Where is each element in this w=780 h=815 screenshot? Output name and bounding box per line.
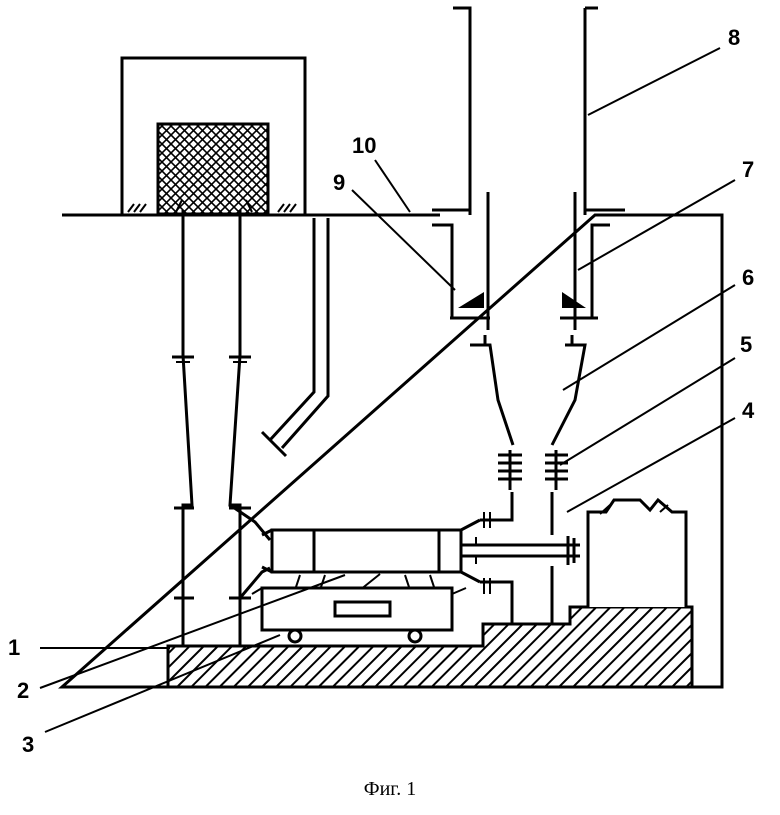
bellows [498, 450, 568, 490]
seal-flanges [432, 192, 610, 330]
label-6: 6 [742, 265, 754, 290]
drive-motor [588, 500, 686, 607]
label-4: 4 [742, 398, 755, 423]
target-cylinder [262, 520, 480, 590]
drive-shaft [461, 492, 580, 624]
inlet-pipe [262, 218, 328, 456]
source-block [158, 124, 268, 214]
carriage [252, 588, 466, 642]
label-1: 1 [8, 635, 20, 660]
figure-caption: Фиг. 1 [364, 778, 416, 800]
label-3: 3 [22, 732, 34, 757]
label-2: 2 [17, 678, 29, 703]
label-7: 7 [742, 157, 754, 182]
source-housing [122, 58, 305, 215]
label-8: 8 [728, 25, 740, 50]
funnel-nozzle [470, 335, 585, 445]
label-10: 10 [352, 133, 376, 158]
feed-tubes [172, 210, 270, 645]
label-9: 9 [333, 170, 345, 195]
label-5: 5 [740, 332, 752, 357]
